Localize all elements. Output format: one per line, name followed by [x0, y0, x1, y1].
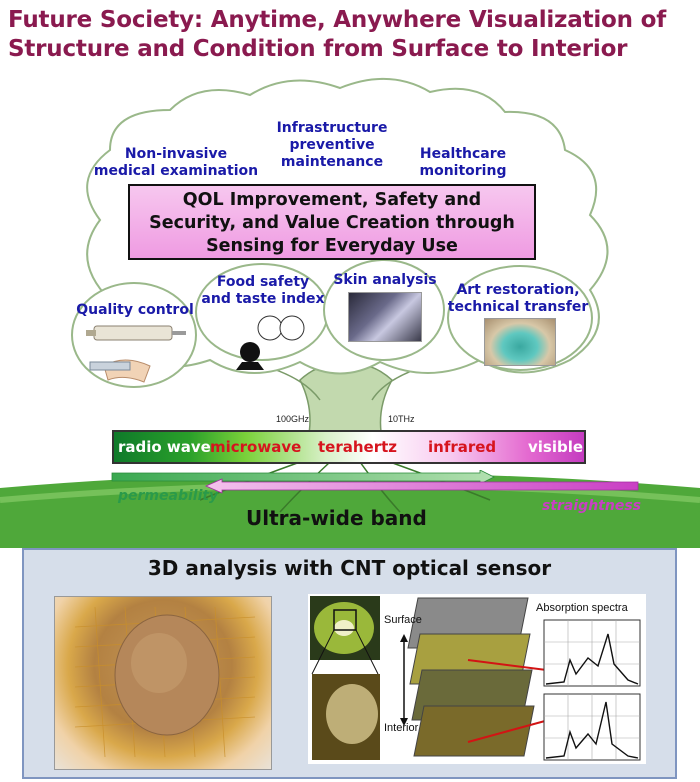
band-microwave: microwave	[210, 438, 302, 456]
straightness-arrow	[205, 478, 639, 494]
label-infrastructure-line: Infrastructure	[276, 120, 388, 136]
label-infrastructure: Infrastructure preventive maintenance	[262, 120, 402, 171]
analysis-title: 3D analysis with CNT optical sensor	[147, 556, 552, 580]
band-visible: visible	[528, 438, 584, 456]
art-bowl-photo	[484, 318, 556, 366]
band-terahertz: terahertz	[318, 438, 398, 456]
qol-line: Security, and Value Creation through	[149, 213, 515, 233]
tick-100ghz: 100GHz	[276, 414, 310, 424]
qol-line: Sensing for Everyday Use	[206, 236, 458, 256]
spectra-grid-bottom	[543, 693, 641, 761]
page-title: Future Society: Anytime, Anywhere Visual…	[8, 6, 698, 64]
label-art-restoration: Art restoration, technical transfer	[442, 282, 594, 316]
label-medical-line: medical examination	[93, 163, 259, 179]
interior-label: Interior	[384, 722, 419, 734]
syringe-picture	[86, 325, 186, 383]
kiwi-sensor-photo	[54, 596, 272, 770]
qol-box: QOL Improvement, Safety and Security, an…	[128, 184, 536, 260]
spectrum-band: radio wave microwave terahertz infrared …	[112, 430, 586, 464]
title-line-1: Future Society: Anytime, Anywhere Visual…	[8, 7, 667, 33]
label-quality-control: Quality control	[72, 302, 198, 319]
label-food-line: Food safety	[216, 274, 310, 290]
spectra-grid-top	[543, 619, 641, 687]
straightness-label: straightness	[542, 498, 641, 514]
analysis-figure-art	[310, 596, 641, 761]
permeability-label: permeability	[118, 488, 219, 504]
label-skin-analysis: Skin analysis	[328, 272, 442, 289]
label-infrastructure-line: maintenance	[280, 154, 384, 170]
label-medical-line: Non-invasive	[124, 146, 228, 162]
permeability-arrow	[111, 470, 495, 485]
layer-stack	[407, 597, 535, 757]
label-infrastructure-line: preventive	[289, 137, 375, 153]
ultra-wide-band-label: Ultra-wide band	[246, 506, 427, 530]
surface-label: Surface	[384, 614, 422, 626]
skin-analysis-photo	[348, 292, 422, 342]
label-art-line: Art restoration,	[456, 282, 580, 298]
title-line-2: Structure and Condition from Surface to …	[8, 36, 628, 62]
label-healthcare-line: Healthcare	[419, 146, 507, 162]
band-infrared: infrared	[428, 438, 497, 456]
band-arrows	[111, 470, 639, 494]
label-food-safety: Food safety and taste index	[198, 274, 328, 308]
qol-line: QOL Improvement, Safety and	[182, 190, 482, 210]
taste-picture	[236, 315, 305, 370]
analysis-figure: Surface Interior Absorption spectra	[308, 594, 646, 764]
label-food-line: and taste index	[201, 291, 325, 307]
label-healthcare-line: monitoring	[419, 163, 507, 179]
label-skin-line: Skin analysis	[333, 272, 437, 288]
label-art-line: technical transfer	[447, 299, 589, 315]
label-medical: Non-invasive medical examination	[86, 146, 266, 180]
label-healthcare: Healthcare monitoring	[408, 146, 518, 180]
label-quality-line: Quality control	[76, 302, 194, 318]
band-radio-wave: radio wave	[118, 438, 211, 456]
kiwi-illustration	[74, 606, 256, 758]
tick-10thz: 10THz	[388, 414, 415, 424]
absorption-spectra-label: Absorption spectra	[536, 602, 628, 614]
